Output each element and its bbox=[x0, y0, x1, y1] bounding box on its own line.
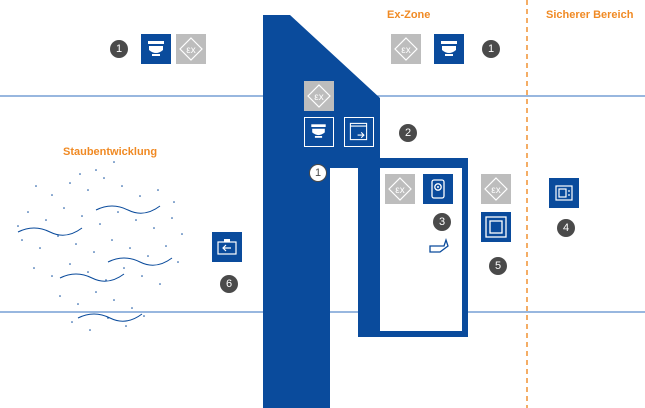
ex-icon: εx bbox=[391, 34, 421, 64]
ex-icon: εx bbox=[304, 81, 334, 111]
svg-text:εx: εx bbox=[314, 92, 323, 103]
badge-1-door: 1 bbox=[309, 164, 327, 182]
badge-1-left: 1 bbox=[110, 40, 128, 58]
exit-button-icon bbox=[212, 232, 242, 262]
panel-icon bbox=[549, 178, 579, 208]
badge-5: 5 bbox=[489, 257, 507, 275]
svg-text:εx: εx bbox=[395, 185, 404, 196]
svg-text:εx: εx bbox=[491, 185, 500, 196]
detector-icon bbox=[304, 117, 334, 147]
badge-4: 4 bbox=[557, 219, 575, 237]
dust-cloud bbox=[17, 161, 183, 331]
reader-icon bbox=[481, 212, 511, 242]
badge-3: 3 bbox=[433, 213, 451, 231]
safe-area-label: Sicherer Bereich bbox=[546, 9, 634, 21]
badge-2: 2 bbox=[399, 124, 417, 142]
detector-icon bbox=[434, 34, 464, 64]
svg-text:εx: εx bbox=[186, 45, 195, 56]
dust-swirls bbox=[17, 205, 173, 322]
detector-icon bbox=[141, 34, 171, 64]
wall-shape bbox=[263, 15, 380, 408]
ex-icon: εx bbox=[176, 34, 206, 64]
ex-icon: εx bbox=[385, 174, 415, 204]
ex-icon: εx bbox=[481, 174, 511, 204]
handle-icon bbox=[429, 237, 449, 253]
keyswitch-icon bbox=[423, 174, 453, 204]
ex-zone-label: Ex-Zone bbox=[387, 9, 431, 21]
badge-1-right: 1 bbox=[482, 40, 500, 58]
svg-text:εx: εx bbox=[401, 45, 410, 56]
badge-6: 6 bbox=[220, 275, 238, 293]
dust-label: Staubentwicklung bbox=[63, 146, 158, 158]
door-contact-icon bbox=[344, 117, 374, 147]
